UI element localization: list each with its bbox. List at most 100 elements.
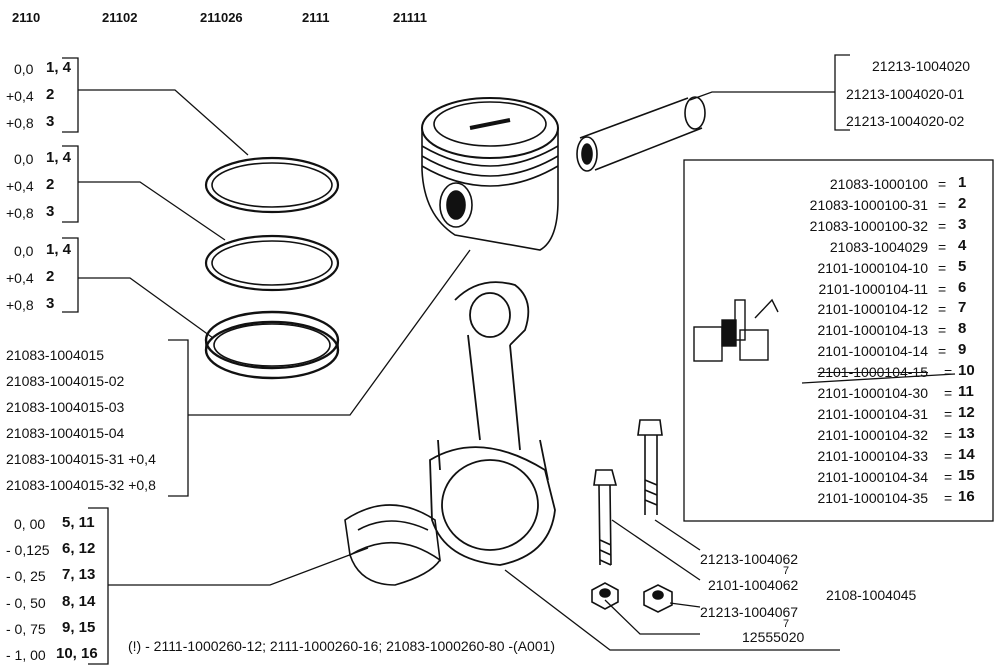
bearing-offset: - 0, 50 <box>6 595 46 611</box>
conrod-table-row: 21083-1000100-31=2 <box>790 194 990 215</box>
bearing-offset: - 1, 00 <box>6 647 46 663</box>
ring-set-part: 21083-1004015 <box>6 347 105 363</box>
bearing-code: 8, 14 <box>62 593 96 610</box>
conrod-equals-sign: = <box>938 196 947 213</box>
ring-set-part: 21083-1004015-03 <box>6 399 125 415</box>
conrod-part-number: 2101-1000104-11 <box>818 280 928 297</box>
bracket-ring-3 <box>62 237 79 313</box>
bracket-ring-1 <box>62 57 79 133</box>
conrod-table-row: 2101-1000104-31=12 <box>790 404 990 424</box>
conrod-item-number: 2 <box>958 194 967 212</box>
strike-line-10 <box>801 373 956 384</box>
conrod-nuts <box>591 582 673 613</box>
conrod-item-number: 16 <box>958 487 975 505</box>
conrod-table-row: 2101-1000104-32 = 13 <box>790 424 990 445</box>
piston-pin-part: 21213-1004020 <box>872 58 971 74</box>
ring-code: 1, 4 <box>46 241 72 258</box>
conrod-equals-sign: = <box>938 176 947 192</box>
conrod-item-number: 13 <box>958 424 975 442</box>
ring-code: 2 <box>46 268 55 285</box>
conrod-table-row: 21083-1000100-32=3 <box>790 215 990 236</box>
bracket-ring-2 <box>62 145 79 223</box>
ring-code: 3 <box>46 295 55 312</box>
conrod-part-number: 2101-1000104-15 <box>817 364 928 381</box>
ring-offset: +0,4 <box>6 270 34 286</box>
conrod-part-number: 2101-1000104-35 <box>817 489 928 506</box>
model-label-2: 21102 <box>102 10 138 25</box>
conrod-part-number: 21083-1004029 <box>829 238 928 255</box>
ring-code: 2 <box>46 86 55 103</box>
ring-offset: +0,8 <box>6 115 34 131</box>
leader-nut-b <box>604 599 700 635</box>
conrod-part-number: 21083-1000100 <box>829 176 928 192</box>
footnote: (!) - 2111-1000260-12; 2111-1000260-16; … <box>128 638 556 654</box>
bearing-offset: 0, 00 <box>14 516 46 532</box>
ring-set-part: 21083-1004015-02 <box>6 373 125 389</box>
ring-code: 1, 4 <box>46 149 72 166</box>
conrod-equals-sign: = <box>944 489 953 506</box>
bracket-bearing <box>88 507 109 665</box>
conrod-part-number: 2101-1000104-33 <box>817 447 928 464</box>
conrod-item-number: 4 <box>958 236 967 254</box>
ring-offset: 0,0 <box>14 61 34 77</box>
conrod-part-number: 2101-1000104-32 <box>817 426 928 443</box>
leader-ring-set <box>188 249 471 416</box>
conrod-item-number: 1 <box>958 174 967 191</box>
conrod-item-number: 3 <box>958 215 967 233</box>
bearing-code: 5, 11 <box>62 514 95 531</box>
conrod-item-number: 8 <box>958 320 967 338</box>
bearing-offset: - 0, 75 <box>6 621 46 637</box>
conrod-item-number: 14 <box>958 445 975 463</box>
conrod-table-row: 2101-1000104-12=7 <box>790 299 990 319</box>
conrod-part-number: 21083-1000100-32 <box>809 217 928 234</box>
ring-offset: +0,8 <box>6 205 34 221</box>
ring-code: 3 <box>46 203 55 220</box>
ring-offset: +0,8 <box>6 297 34 313</box>
conrod-table-row: 2101-1000104-13=8 <box>790 320 990 340</box>
piston-pin-part: 21213-1004020-02 <box>846 113 965 129</box>
bearing-offset: - 0, 25 <box>6 568 46 584</box>
conrod-part-number: 2101-1000104-30 <box>817 385 928 401</box>
piston-pin <box>576 96 706 172</box>
bracket-ring-set <box>168 339 189 497</box>
ring-offset: 0,0 <box>14 243 34 259</box>
conrod-equals-sign: = <box>938 238 947 255</box>
bolt-part-a: 21213-1004062 <box>700 551 799 567</box>
conrod-item-number: 15 <box>958 466 975 484</box>
leader-nut-a <box>669 602 701 608</box>
conrod-equals-sign: = <box>944 426 953 443</box>
bearing-code: 7, 13 <box>62 566 96 583</box>
bolt-part-c: 2108-1004045 <box>826 587 917 603</box>
conrod-item-number: 10 <box>958 362 975 380</box>
model-label-3: 211026 <box>200 10 243 25</box>
leader-bearing <box>108 547 369 586</box>
conrod-table-row: 2101-1000104-10=5 <box>790 257 990 278</box>
leader-ring-3 <box>78 277 214 339</box>
conrod-table-row: 2101-1000104-11=6 <box>790 279 990 299</box>
model-label-5: 21111 <box>393 10 427 25</box>
conrod-equals-sign: = <box>944 385 953 401</box>
conrod-equals-sign: = <box>944 364 953 381</box>
conrod-item-number: 7 <box>958 299 967 317</box>
nut-part-b: 12555020 <box>742 629 805 645</box>
conrod-table-row: 2101-1000104-35 = 16 <box>790 487 990 508</box>
bolt-mark-a: 7 <box>783 565 790 577</box>
piston <box>421 97 559 251</box>
conrod-item-number: 9 <box>958 341 967 359</box>
conrod-table-row: 2101-1000104-33=14 <box>790 445 990 466</box>
leader-ring-2 <box>78 181 226 241</box>
conrod-equals-sign: = <box>938 343 947 360</box>
conrod-part-number: 2101-1000104-13 <box>817 322 928 339</box>
conrod-table-frame <box>683 159 994 522</box>
ring-set-part: 21083-1004015-32 +0,8 <box>6 477 156 493</box>
conrod-equals-sign: = <box>938 280 947 297</box>
connecting-rod <box>429 281 556 566</box>
leader-conrod <box>504 569 840 651</box>
piston-rings <box>204 156 340 380</box>
conrod-bolts <box>593 419 663 566</box>
conrod-equals-sign: = <box>944 468 953 485</box>
conrod-item-number: 5 <box>958 257 967 275</box>
bolt-part-b: 2101-1004062 <box>708 577 799 593</box>
bearing-offset: - 0,125 <box>6 542 50 558</box>
